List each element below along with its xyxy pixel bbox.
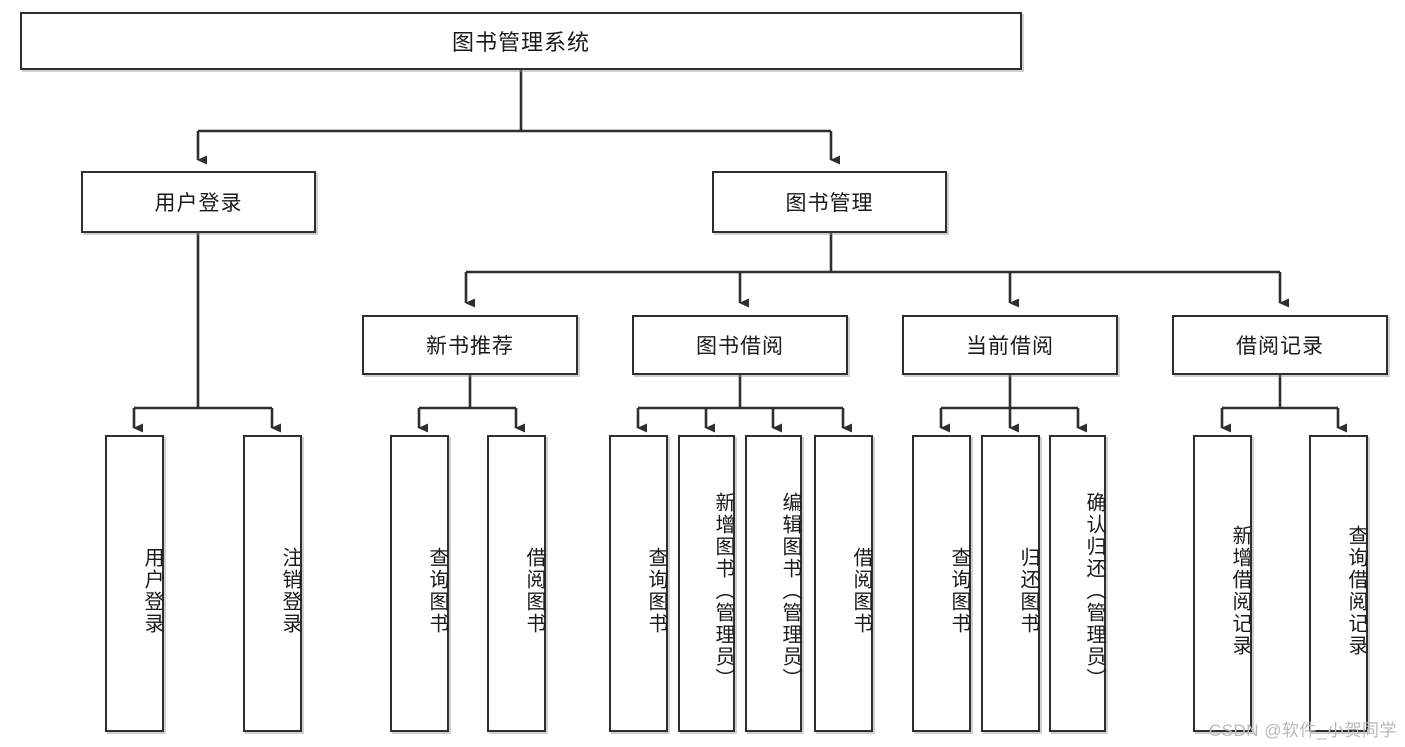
node-book-management[interactable]: 图书管理 bbox=[712, 171, 947, 233]
node-label: 确认归还（管理员） bbox=[1083, 491, 1105, 690]
node-label: 借阅图书 bbox=[850, 546, 872, 635]
node-label: 当前借阅 bbox=[966, 335, 1054, 358]
node-user-login[interactable]: 用户登录 bbox=[81, 171, 316, 233]
leaf-current-borrow-confirm-return-admin[interactable]: 确认归还（管理员） bbox=[1049, 435, 1106, 732]
leaf-user-login-logout[interactable]: 注销登录 bbox=[243, 435, 302, 732]
leaf-borrow-record-add-record[interactable]: 新增借阅记录 bbox=[1193, 435, 1252, 732]
node-current-borrow[interactable]: 当前借阅 bbox=[902, 315, 1118, 375]
leaf-new-book-borrow-book[interactable]: 借阅图书 bbox=[487, 435, 546, 732]
leaf-current-borrow-query-book[interactable]: 查询图书 bbox=[912, 435, 971, 732]
node-label: 编辑图书（管理员） bbox=[779, 491, 801, 690]
leaf-book-borrow-query-book[interactable]: 查询图书 bbox=[609, 435, 668, 732]
node-new-book-recommend[interactable]: 新书推荐 bbox=[362, 315, 578, 375]
node-borrow-record[interactable]: 借阅记录 bbox=[1172, 315, 1388, 375]
node-label: 查询借阅记录 bbox=[1345, 524, 1367, 657]
node-label: 查询图书 bbox=[948, 546, 970, 635]
node-root-book-management-system[interactable]: 图书管理系统 bbox=[20, 12, 1022, 70]
node-label: 图书管理 bbox=[785, 192, 874, 215]
node-label: 查询图书 bbox=[426, 546, 448, 635]
node-label: 查询图书 bbox=[645, 546, 667, 635]
leaf-book-borrow-add-book-admin[interactable]: 新增图书（管理员） bbox=[678, 435, 735, 732]
node-book-borrow[interactable]: 图书借阅 bbox=[632, 315, 848, 375]
node-label: 归还图书 bbox=[1017, 546, 1039, 635]
leaf-new-book-query-book[interactable]: 查询图书 bbox=[390, 435, 449, 732]
node-label: 注销登录 bbox=[279, 546, 301, 635]
node-label: 图书管理系统 bbox=[451, 30, 590, 55]
node-label: 图书借阅 bbox=[696, 335, 784, 358]
leaf-user-login-login[interactable]: 用户登录 bbox=[105, 435, 164, 732]
leaf-book-borrow-borrow-book[interactable]: 借阅图书 bbox=[814, 435, 873, 732]
node-label: 新增借阅记录 bbox=[1229, 524, 1251, 657]
node-label: 用户登录 bbox=[154, 192, 243, 215]
node-label: 借阅记录 bbox=[1236, 335, 1324, 358]
node-label: 借阅图书 bbox=[523, 546, 545, 635]
node-label: 用户登录 bbox=[141, 546, 163, 635]
node-label: 新书推荐 bbox=[426, 335, 514, 358]
leaf-current-borrow-return-book[interactable]: 归还图书 bbox=[981, 435, 1040, 732]
node-label: 新增图书（管理员） bbox=[712, 491, 734, 690]
leaf-borrow-record-query-record[interactable]: 查询借阅记录 bbox=[1309, 435, 1368, 732]
leaf-book-borrow-edit-book-admin[interactable]: 编辑图书（管理员） bbox=[745, 435, 802, 732]
